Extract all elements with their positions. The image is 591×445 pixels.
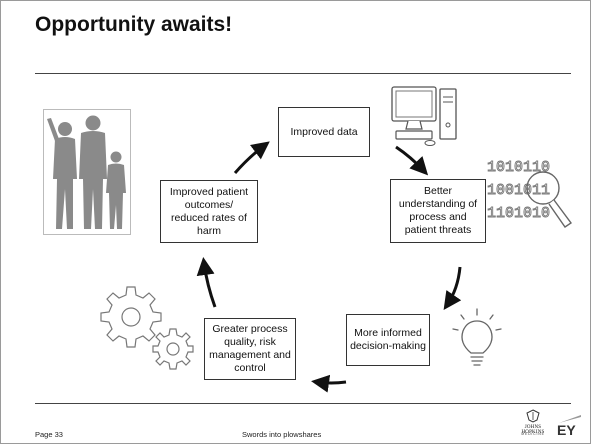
binary-line-1: 1010110 <box>487 159 550 176</box>
arrow-outcomes-to-data <box>233 141 270 174</box>
footer-divider <box>35 403 571 404</box>
box-informed-decision: More informed decision-making <box>346 314 430 366</box>
binary-line-3: 1101010 <box>487 205 550 222</box>
lightbulb-icon <box>452 308 502 366</box>
arrow-decision-to-quality <box>311 374 347 393</box>
johns-hopkins-wordmark: JOHNS HOPKINS <box>521 425 545 435</box>
ey-wordmark: EY <box>557 422 576 438</box>
computer-icon <box>391 86 457 146</box>
page-number: Page 33 <box>35 430 63 439</box>
arrow-quality-to-outcomes <box>196 257 217 308</box>
johns-hopkins-sub: MEDICINE <box>521 432 545 436</box>
arrow-understanding-to-decision <box>443 266 462 310</box>
slide-title: Opportunity awaits! <box>35 13 233 36</box>
ey-beam-icon <box>559 415 581 423</box>
arrow-data-to-understanding <box>395 145 429 176</box>
footer-title: Swords into plowshares <box>242 430 322 439</box>
gears-icon <box>100 286 194 370</box>
binary-magnifier-icon: 1010110 1001011 1101010 <box>485 151 585 241</box>
johns-hopkins-logo: JOHNS HOPKINS MEDICINE <box>513 409 553 441</box>
ey-logo: EY <box>557 414 583 440</box>
box-improved-data: Improved data <box>278 107 370 157</box>
box-process-quality: Greater process quality, risk management… <box>204 318 296 380</box>
binary-line-2: 1001011 <box>487 182 550 199</box>
johns-hopkins-shield-icon <box>526 409 540 423</box>
title-divider <box>35 73 571 74</box>
box-better-understanding: Better understanding of process and pati… <box>390 179 486 243</box>
family-silhouette-icon <box>43 109 131 235</box>
box-patient-outcomes: Improved patient outcomes/ reduced rates… <box>160 180 258 243</box>
